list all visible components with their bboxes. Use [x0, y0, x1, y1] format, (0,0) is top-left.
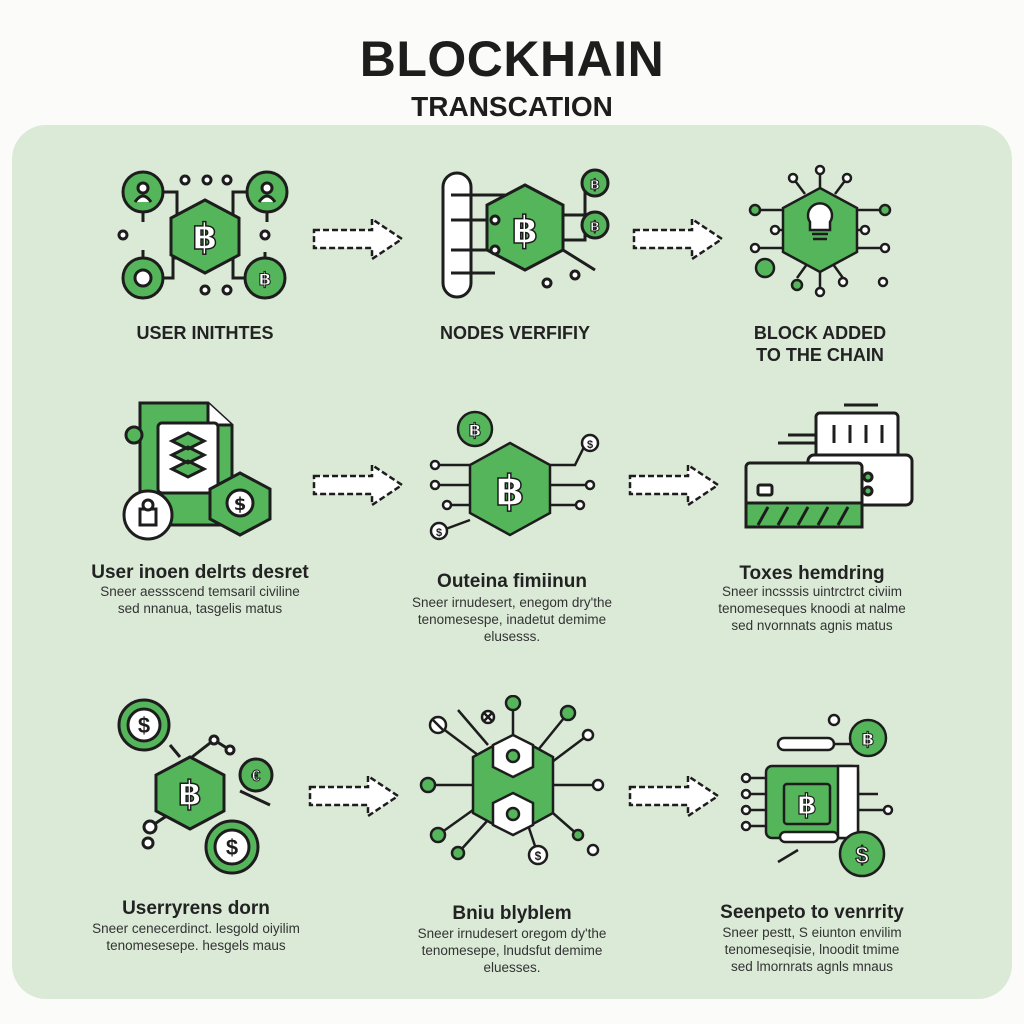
- step-title: USER INITHTES: [136, 323, 274, 343]
- svg-text:$: $: [855, 842, 869, 869]
- step-title: Userryrens dorn: [122, 898, 270, 919]
- svg-text:$: $: [535, 849, 542, 863]
- step-description: Sneer irnudesert, enegom dry'the tenomes…: [412, 595, 612, 644]
- svg-text:฿: ฿: [178, 774, 202, 814]
- step-description: Sneer incsssis uintrctrct civiim tenomes…: [718, 584, 906, 633]
- svg-text:$: $: [138, 713, 150, 738]
- svg-text:฿: ฿: [192, 217, 217, 258]
- svg-text:$: $: [436, 527, 442, 539]
- svg-text:$: $: [226, 835, 238, 860]
- step-title: BLOCK ADDED TO THE CHAIN: [753, 323, 887, 365]
- bitcoin-wallet-icon: ฿ ฿ $: [738, 710, 908, 880]
- flow-arrow-icon: [626, 462, 722, 508]
- block-lightbulb-icon: [735, 160, 905, 305]
- step-title: User inoen delrts desret: [91, 562, 309, 583]
- step-description: Sneer aessscend temsaril civiline sed nn…: [100, 584, 300, 616]
- step-title: Toxes hemdring: [739, 563, 885, 584]
- svg-text:฿: ฿: [590, 177, 600, 193]
- document-wallet-icon: $: [120, 395, 290, 545]
- currency-exchange-icon: $ ฿ € $: [110, 695, 280, 875]
- step-title: Outeina fimiinun: [437, 571, 587, 592]
- svg-text:฿: ฿: [512, 208, 538, 252]
- flow-arrow-icon: [306, 773, 402, 819]
- svg-text:฿: ฿: [862, 729, 875, 750]
- svg-text:฿: ฿: [469, 420, 482, 441]
- step-title: Bniu blyblem: [452, 903, 572, 924]
- page-title: BLOCKHAIN: [359, 31, 665, 87]
- svg-text:฿: ฿: [797, 788, 816, 821]
- user-network-icon: ฿ ฿: [115, 160, 295, 310]
- step-description: Sneer irnudesert oregom dy'the tenomesep…: [417, 926, 607, 975]
- step-description: Sneer pestt, S eiunton envilim tenomeseq…: [722, 925, 902, 974]
- svg-text:฿: ฿: [590, 219, 600, 235]
- step-title: NODES VERFIFIY: [439, 323, 591, 343]
- flow-arrow-icon: [630, 216, 726, 262]
- svg-text:$: $: [234, 494, 247, 515]
- flow-arrow-icon: [626, 773, 722, 819]
- svg-text:฿: ฿: [259, 269, 272, 290]
- flow-arrow-icon: [310, 462, 406, 508]
- node-cluster-icon: $: [418, 695, 608, 870]
- page-subtitle: TRANSCATION: [411, 91, 613, 122]
- flow-arrow-icon: [310, 216, 406, 262]
- step-title: Seenpeto to venrrity: [720, 902, 904, 923]
- terminal-card-icon: [738, 395, 918, 545]
- step-description: Sneer cenecerdinct. lesgold oiyilim teno…: [92, 921, 300, 953]
- nodes-verify-icon: ฿ ฿ ฿: [435, 165, 615, 305]
- svg-text:฿: ฿: [495, 466, 524, 515]
- svg-text:€: €: [252, 768, 261, 785]
- bitcoin-network-icon: ฿ ฿ $ $: [425, 405, 605, 545]
- svg-text:$: $: [587, 439, 593, 451]
